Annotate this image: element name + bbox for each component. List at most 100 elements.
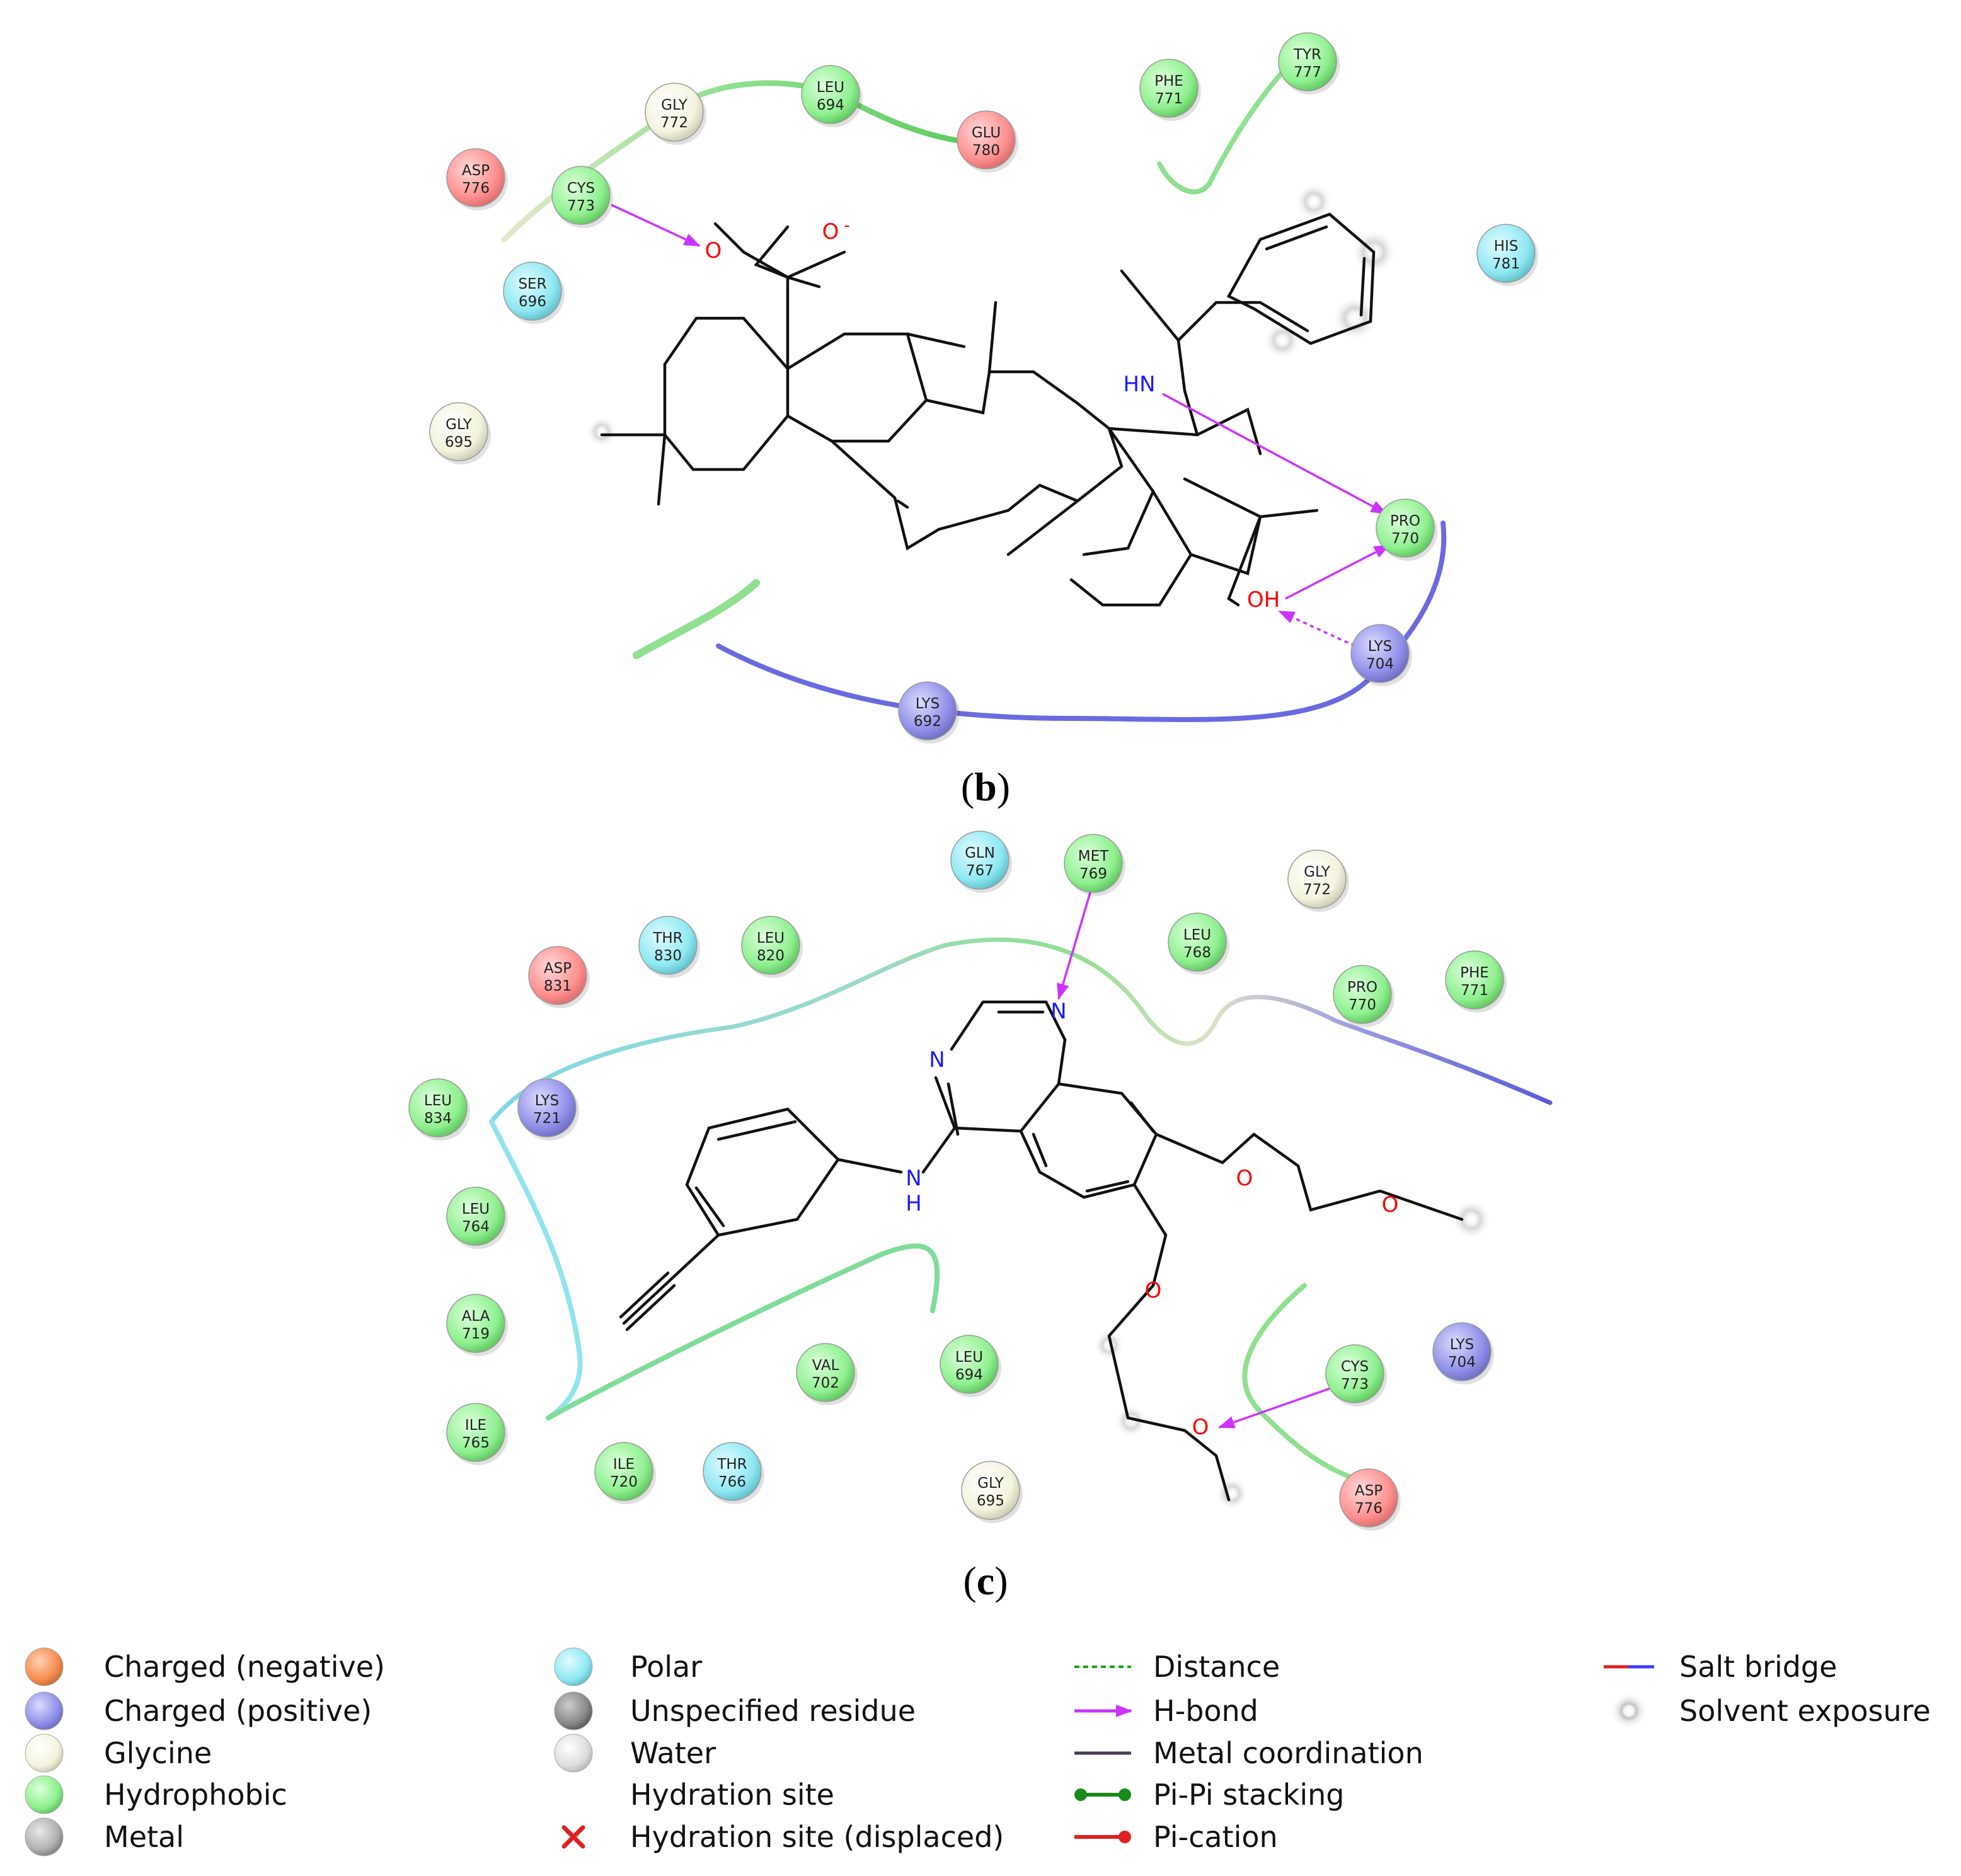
- residue-bubble: [1064, 834, 1123, 893]
- residue-name: GLU: [972, 125, 1001, 141]
- residue-bubble: [796, 1343, 855, 1402]
- residue-leu-768: LEU 768: [1168, 912, 1229, 975]
- residue-bubble: [408, 1078, 468, 1137]
- residue-name: ASP: [544, 960, 572, 977]
- atom-c-2: N: [906, 1166, 921, 1191]
- residue-number: 765: [462, 1435, 490, 1451]
- residue-bubble: [1168, 912, 1227, 972]
- residue-name: ILE: [465, 1417, 486, 1434]
- residue-bubble: [940, 1335, 999, 1394]
- residue-name: GLN: [965, 845, 995, 861]
- legend-item-salt-bridge: Salt bridge: [1604, 1650, 1837, 1684]
- ligand-c-atoms: N N N H O O O O: [906, 999, 1398, 1440]
- residue-number: 696: [519, 294, 546, 310]
- residue-bubble: [898, 681, 957, 740]
- atom-b-0: O: [705, 238, 722, 263]
- residue-bubble: [950, 831, 1009, 890]
- legend-item-polar: Polar: [554, 1647, 702, 1686]
- polar-icon: [554, 1647, 593, 1686]
- residue-number: 720: [610, 1474, 638, 1490]
- residue-name: MET: [1078, 848, 1109, 865]
- residue-number: 764: [462, 1219, 490, 1235]
- residue-name: GLY: [1304, 864, 1331, 880]
- legend-label: Hydration site (displaced): [630, 1820, 1004, 1854]
- residue-name: THR: [716, 1456, 747, 1473]
- residue-number: 770: [1349, 997, 1376, 1013]
- residue-bubble: [1278, 32, 1337, 91]
- residue-number: 776: [462, 180, 490, 197]
- legend-label: Hydrophobic: [104, 1778, 287, 1812]
- legend-label: Unspecified residue: [630, 1694, 916, 1728]
- residue-name: ALA: [462, 1308, 490, 1325]
- hbond-hn-pro770: [1162, 393, 1388, 515]
- residue-number: 695: [445, 434, 473, 451]
- residue-number: 769: [1079, 866, 1107, 882]
- residue-bubble: [638, 916, 698, 975]
- negative-icon: [25, 1647, 64, 1686]
- atom-b-3: HN: [1124, 372, 1156, 397]
- residue-number: 704: [1448, 1354, 1476, 1371]
- residue-number: 695: [977, 1493, 1004, 1509]
- residue-bubble: [446, 1403, 505, 1462]
- residue-bubble: [645, 83, 704, 142]
- legend-item-hydrophobic: Hydrophobic: [25, 1775, 287, 1814]
- residue-bubble: [1350, 624, 1410, 683]
- residue-name: ILE: [613, 1456, 635, 1473]
- residue-name: PRO: [1347, 979, 1377, 996]
- legend-item-cross: Hydration site (displaced): [561, 1820, 1004, 1854]
- residue-bubble: [1325, 1344, 1384, 1403]
- solvent-exposure-c: [1094, 1199, 1492, 1510]
- residue-number: 694: [955, 1367, 983, 1383]
- residue-bubble: [1139, 59, 1199, 118]
- legend-label: Hydration site: [630, 1778, 834, 1812]
- residue-name: LEU: [1183, 927, 1211, 943]
- legend-item-pi-cation: Pi-cation: [1074, 1820, 1278, 1854]
- metal-icon: [25, 1817, 64, 1856]
- residue-bubble: [446, 148, 505, 207]
- legend-label: Charged (negative): [104, 1650, 385, 1684]
- legend-item-metal: Metal: [25, 1817, 184, 1856]
- hbond-oh-pro770: [1285, 544, 1391, 600]
- residue-name: PHE: [1460, 965, 1489, 981]
- residue-bubble: [1287, 849, 1347, 909]
- residue-number: 834: [424, 1110, 452, 1127]
- legend-item-metal-coord: Metal coordination: [1074, 1736, 1423, 1770]
- legend-item-positive: Charged (positive): [25, 1691, 372, 1730]
- residue-bubble: [446, 1187, 505, 1246]
- residue-number: 768: [1183, 945, 1211, 961]
- residue-number: 776: [1355, 1500, 1383, 1517]
- residue-number: 830: [654, 948, 682, 964]
- ligand-c-bonds: [619, 1000, 1464, 1502]
- unspecified-icon: [554, 1691, 593, 1730]
- residue-bubble: [503, 262, 562, 321]
- residue-bubble: [551, 166, 611, 225]
- legend-item-negative: Charged (negative): [25, 1647, 385, 1686]
- residue-number: 777: [1294, 64, 1321, 81]
- atom-c-3: H: [906, 1191, 922, 1216]
- residue-number: 704: [1366, 656, 1394, 672]
- atom-c-6: O: [1145, 1278, 1162, 1303]
- atom-c-0: N: [1050, 999, 1066, 1024]
- residue-name: CYS: [567, 180, 595, 197]
- atom-c-4: O: [1236, 1166, 1253, 1191]
- residue-name: LYS: [535, 1093, 559, 1109]
- residue-bubble: [446, 1294, 505, 1353]
- legend-item-unspecified: Unspecified residue: [554, 1691, 916, 1730]
- hbonds-c: [1057, 882, 1337, 1429]
